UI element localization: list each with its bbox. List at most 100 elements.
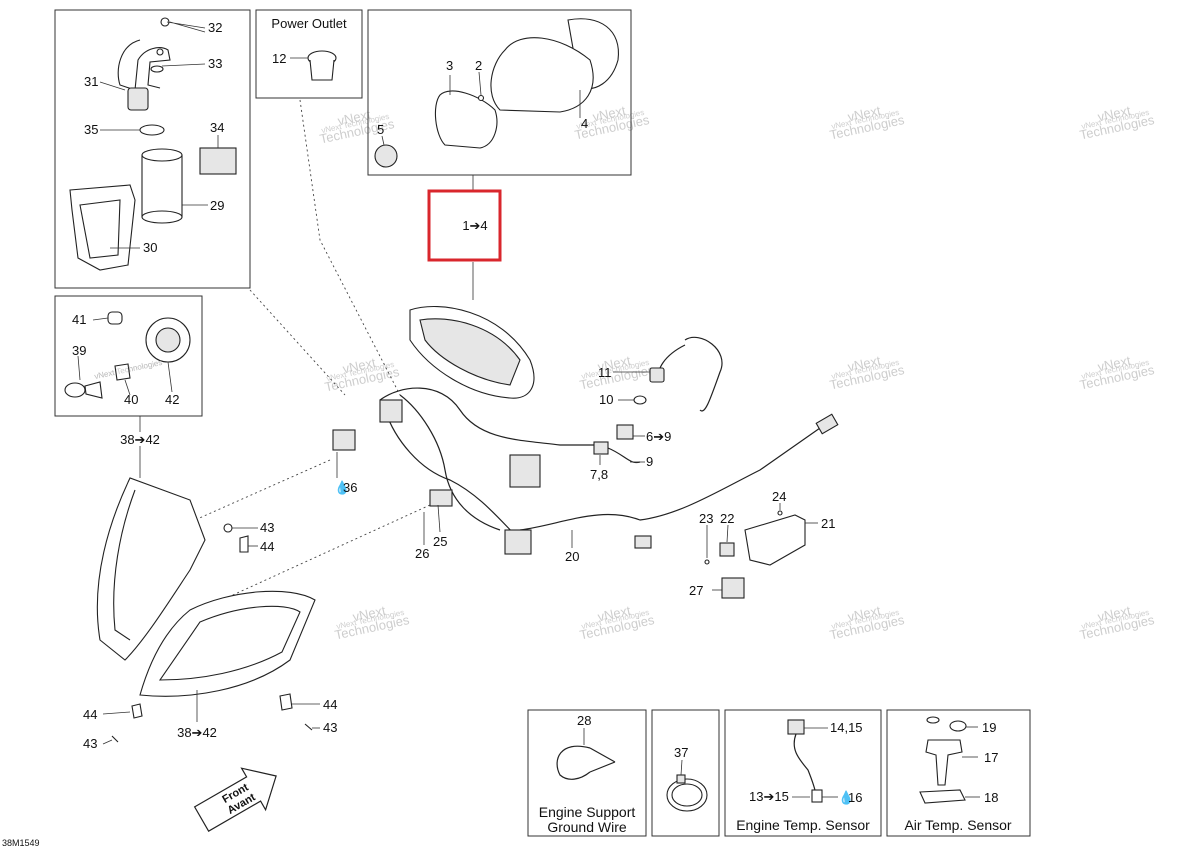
callout-25: 25 bbox=[433, 534, 447, 549]
leader-line bbox=[77, 355, 81, 381]
ground-wire-part bbox=[589, 747, 616, 773]
nut-part bbox=[633, 395, 647, 405]
holder-inner bbox=[79, 199, 121, 259]
callout-16-icon: 💧 bbox=[838, 790, 854, 805]
sensor-body bbox=[811, 789, 823, 803]
inset-frame bbox=[886, 709, 1031, 837]
air-temp-caption: Air Temp. Sensor bbox=[904, 817, 1011, 833]
screw-part bbox=[777, 510, 783, 516]
inset-box-clamp: 37 bbox=[651, 709, 720, 837]
outlet-body bbox=[309, 59, 335, 81]
callout-32: 32 bbox=[208, 20, 222, 35]
callout-31: 31 bbox=[84, 74, 98, 89]
callout-34: 34 bbox=[210, 120, 224, 135]
nut-part bbox=[223, 523, 233, 533]
leader-line bbox=[381, 135, 385, 146]
canister-top bbox=[141, 148, 183, 162]
callout-44-right: 44 bbox=[323, 697, 337, 712]
tether-key-assembly: 11 10 6➔9 7,8 9 bbox=[590, 336, 723, 482]
svg-text:vNext: vNext bbox=[336, 107, 372, 129]
highlight-box[interactable] bbox=[427, 189, 502, 262]
callout-3: 3 bbox=[446, 58, 453, 73]
sensor-wire bbox=[793, 733, 817, 796]
clip-part bbox=[114, 363, 131, 381]
watermark: vNext Technologies vNext Technologies bbox=[828, 103, 906, 143]
callout-22: 22 bbox=[720, 511, 734, 526]
inset-frame bbox=[367, 9, 632, 176]
ground-wire-part bbox=[556, 745, 591, 780]
harness-wire bbox=[384, 409, 521, 541]
inset-frame bbox=[54, 295, 203, 417]
tether-cord bbox=[684, 336, 723, 412]
dashed-guide bbox=[299, 99, 401, 396]
sensor-gasket bbox=[919, 789, 966, 804]
leader-line bbox=[726, 524, 729, 543]
callout-44-left: 44 bbox=[83, 707, 97, 722]
switch-part bbox=[649, 367, 665, 383]
callout-24: 24 bbox=[772, 489, 786, 504]
bulb-base bbox=[84, 381, 103, 399]
inset-box-canister: 32 33 31 35 34 29 30 bbox=[54, 9, 251, 289]
harness-wire bbox=[399, 394, 501, 531]
svg-text:vNext: vNext bbox=[596, 353, 632, 375]
bracket-assembly: 24 21 23 22 27 bbox=[689, 489, 835, 599]
callout-42: 42 bbox=[165, 392, 179, 407]
callout-30: 30 bbox=[143, 240, 157, 255]
inset-frame bbox=[724, 709, 882, 837]
connector-part bbox=[593, 441, 609, 455]
connector-part bbox=[721, 577, 745, 599]
bracket-part bbox=[744, 514, 806, 566]
inset-frame bbox=[255, 9, 363, 99]
watermark: vNext Technologies vNext Technologies bbox=[578, 603, 656, 643]
callout-38-42-top: 38➔42 bbox=[120, 432, 160, 447]
inset-box-bulb: 41 39 40 42 vNext Technologies bbox=[54, 295, 203, 417]
power-outlet-title: Power Outlet bbox=[271, 16, 347, 31]
leader-line bbox=[167, 361, 173, 393]
gauge-dial bbox=[374, 144, 398, 168]
callout-20: 20 bbox=[565, 549, 579, 564]
svg-text:vNext: vNext bbox=[351, 603, 387, 625]
gauge-cluster-face bbox=[419, 318, 521, 386]
svg-text:vNext: vNext bbox=[846, 103, 882, 125]
leader-line bbox=[92, 317, 109, 321]
callout-43-left: 43 bbox=[83, 736, 97, 751]
canister-bottom bbox=[141, 210, 183, 224]
svg-text:vNext: vNext bbox=[1096, 103, 1132, 125]
watermark: vNext Technologies vNext Technologies bbox=[323, 355, 401, 395]
callout-12: 12 bbox=[272, 51, 286, 66]
reflector-inner bbox=[155, 327, 181, 353]
relay-part bbox=[719, 542, 735, 557]
leader-line bbox=[478, 71, 482, 96]
callout-19: 19 bbox=[982, 720, 996, 735]
harness-connector bbox=[815, 413, 839, 435]
svg-text:vNext: vNext bbox=[846, 603, 882, 625]
front-direction-arrow: Front Avant bbox=[193, 767, 277, 832]
watermark: vNext Technologies vNext Technologies bbox=[333, 603, 411, 643]
connector-part bbox=[504, 529, 532, 555]
housing-edge bbox=[113, 489, 136, 641]
callout-1-4[interactable]: 1➔4 bbox=[462, 218, 487, 233]
callout-23: 23 bbox=[699, 511, 713, 526]
inset-frame bbox=[54, 9, 251, 289]
grommet-part bbox=[949, 720, 967, 732]
harness-wire-20 bbox=[519, 427, 821, 531]
leader-line bbox=[680, 759, 683, 776]
callout-16: 16 bbox=[848, 790, 862, 805]
callout-36: 36 bbox=[343, 480, 357, 495]
callout-38-42-bottom: 38➔42 bbox=[177, 725, 217, 740]
clip-part bbox=[239, 535, 249, 553]
callout-37: 37 bbox=[674, 745, 688, 760]
connector-part bbox=[127, 87, 149, 111]
ground-wire-caption-line1: Engine Support bbox=[539, 804, 636, 820]
connector-36-part bbox=[332, 429, 356, 451]
connector-part bbox=[634, 535, 652, 549]
label-decal-part bbox=[199, 147, 237, 175]
switch-wire bbox=[607, 447, 641, 464]
watermark: vNext Technologies vNext Technologies bbox=[1078, 353, 1156, 393]
callout-39: 39 bbox=[72, 343, 86, 358]
callout-41: 41 bbox=[72, 312, 86, 327]
gasket-part bbox=[926, 716, 940, 724]
svg-text:vNext: vNext bbox=[846, 353, 882, 375]
screw-part bbox=[704, 559, 710, 565]
